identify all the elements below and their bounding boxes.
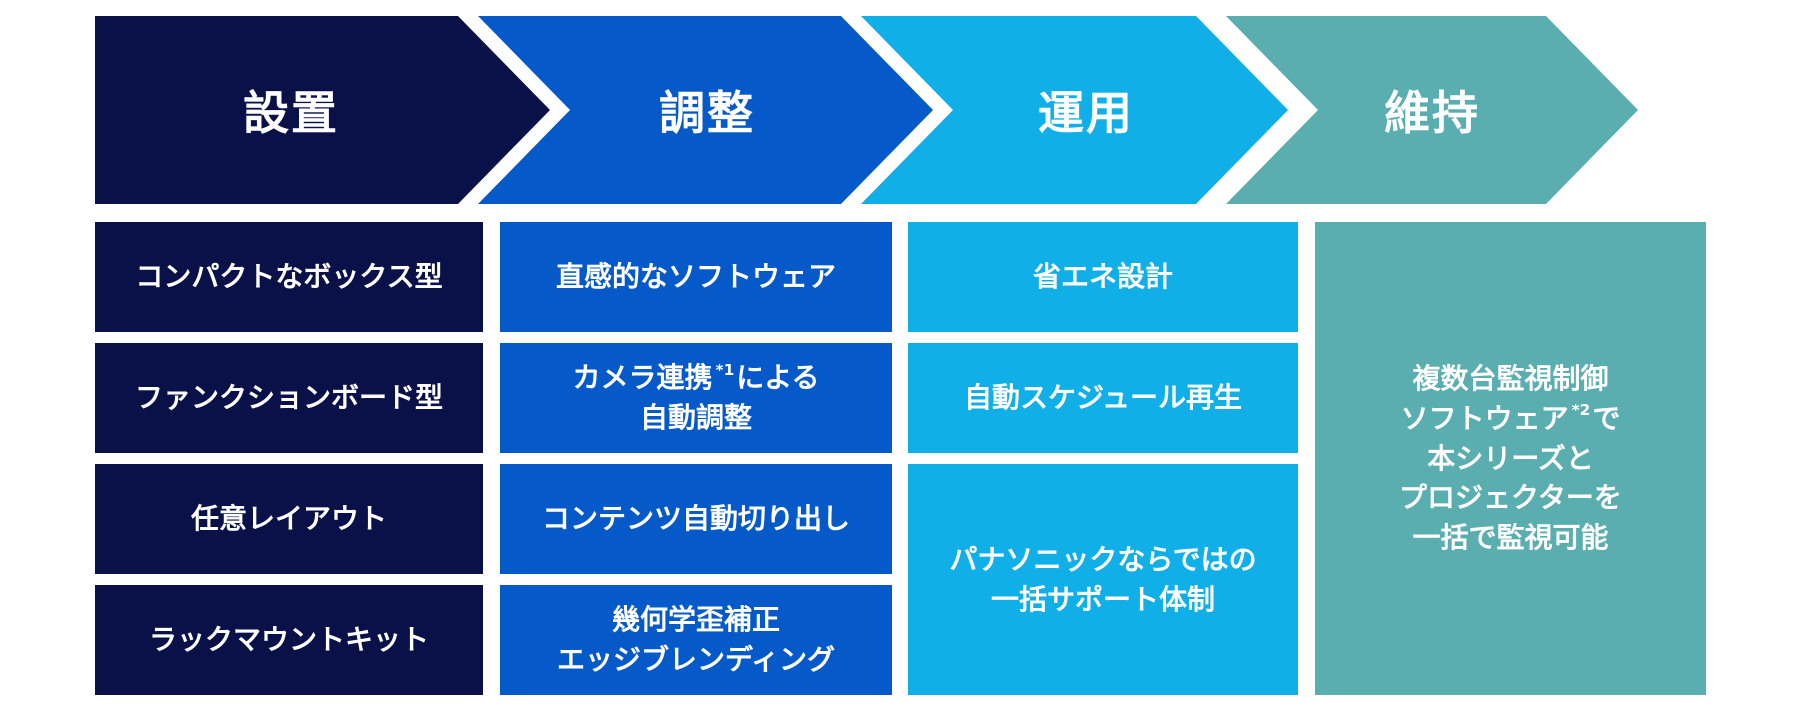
feature-box: 幾何学歪補正エッジブレンディング [500,585,892,695]
footnote-marker: *1 [715,360,735,379]
feature-text-line: 自動スケジュール再生 [963,381,1243,415]
step-label-maintenance: 維持 [1384,86,1480,140]
step-label-installation: 設置 [243,86,339,140]
chevron-step-3 [861,16,1288,204]
feature-box: コンテンツ自動切り出し [500,464,892,574]
feature-box: 複数台監視制御ソフトウェア*2で本シリーズとプロジェクターを一括で監視可能 [1315,222,1706,695]
feature-text-line: プロジェクターを [1399,481,1622,515]
feature-text-line: 直感的なソフトウェア [555,260,836,294]
feature-text-line: 一括で監視可能 [1412,521,1609,555]
chevron-step-4 [1226,16,1638,204]
feature-box: パナソニックならではの一括サポート体制 [908,464,1298,695]
feature-box: ラックマウントキット [95,585,483,695]
feature-text-line: 本シリーズと [1427,441,1594,475]
feature-box: 任意レイアウト [95,464,483,574]
feature-box: ファンクションボード型 [95,343,483,453]
chevron-step-2 [478,16,933,204]
feature-box: 直感的なソフトウェア [500,222,892,332]
feature-text-line: コンテンツ自動切り出し [541,502,850,536]
feature-text-line: 自動調整 [639,401,752,434]
feature-text-line: 幾何学歪補正 [611,603,780,637]
feature-box: 自動スケジュール再生 [908,343,1298,453]
feature-text-line: 一括サポート体制 [990,582,1215,616]
feature-text-line: パナソニックならではの [949,542,1257,576]
step-label-operation: 運用 [1038,86,1134,140]
chevron-step-1 [95,16,550,204]
feature-text-line: 任意レイアウト [190,502,387,536]
footnote-marker: *2 [1571,401,1591,420]
feature-text-line: 複数台監視制御 [1412,362,1609,396]
feature-box: 省エネ設計 [908,222,1298,332]
feature-box: コンパクトなボックス型 [95,222,483,332]
feature-text-line: コンパクトなボックス型 [135,260,443,294]
feature-text-line: ファンクションボード型 [134,381,443,415]
step-label-adjustment: 調整 [659,86,755,140]
feature-text-line: カメラ連携*1による [572,360,820,395]
feature-text-line: エッジブレンディング [556,643,836,676]
feature-text-line: ラックマウントキット [148,623,429,657]
feature-box: カメラ連携*1による自動調整 [500,343,892,453]
feature-text-line: 省エネ設計 [1032,260,1173,294]
feature-text-line: ソフトウェア*2で [1400,401,1621,435]
